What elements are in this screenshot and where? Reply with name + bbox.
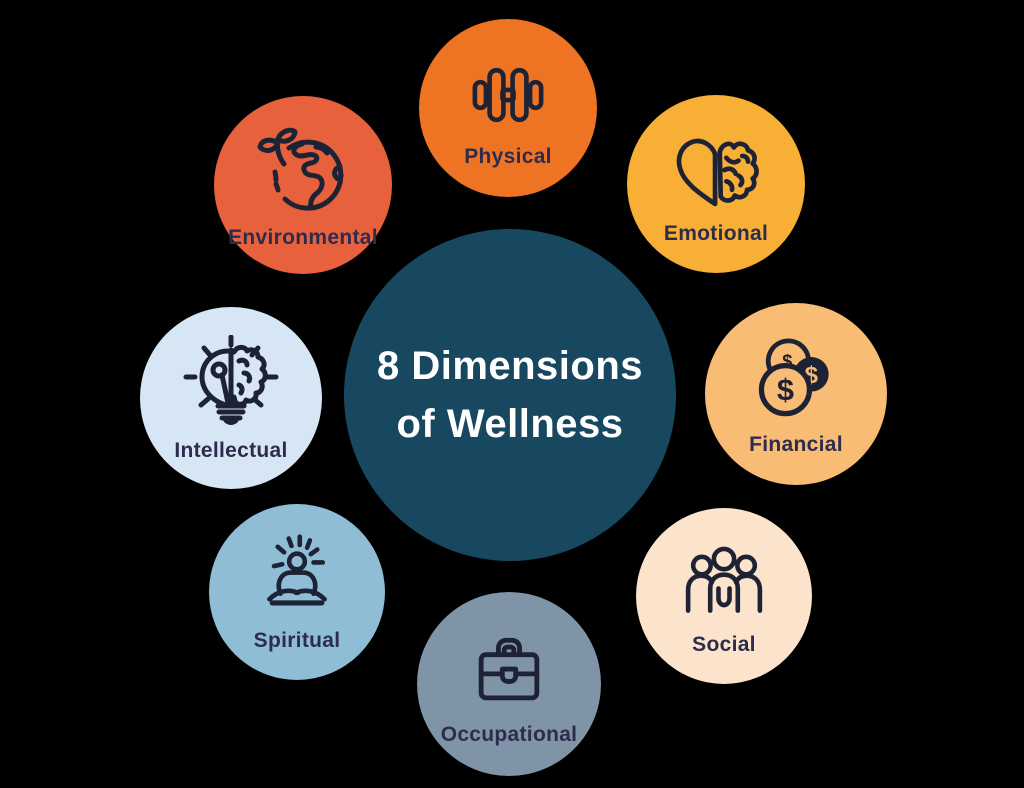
dimension-circle-emotional: Emotional	[627, 95, 805, 273]
dimension-circle-environmental: Environmental	[214, 96, 392, 274]
svg-text:$: $	[782, 351, 792, 372]
meditation-icon	[267, 534, 327, 606]
people-group-icon	[685, 546, 763, 613]
dimension-circle-intellectual: Intellectual	[140, 307, 322, 489]
dollar-coins-icon: $ $ $	[758, 338, 829, 417]
dimension-circle-spiritual: Spiritual	[209, 504, 385, 680]
dimension-circle-social: Social	[636, 508, 812, 684]
dumbbell-icon	[472, 67, 544, 123]
diagram-title: 8 Dimensions of Wellness	[377, 337, 643, 453]
center-circle: 8 Dimensions of Wellness	[344, 229, 676, 561]
dimension-label: Spiritual	[253, 629, 341, 652]
earth-plant-icon	[257, 127, 344, 211]
title-line-1: 8 Dimensions	[376, 344, 644, 388]
brain-lightbulb-icon	[183, 335, 279, 425]
title-line-2: of Wellness	[396, 402, 624, 446]
dimension-circle-financial: $ $ $ Financial	[705, 303, 887, 485]
dimension-circle-physical: Physical	[419, 19, 597, 197]
dimension-label: Intellectual	[174, 439, 288, 462]
dimension-label: Social	[692, 633, 756, 656]
svg-text:$: $	[777, 372, 794, 407]
dimension-circle-occupational: Occupational	[417, 592, 601, 776]
briefcase-icon	[478, 637, 540, 701]
dimension-label: Occupational	[440, 723, 578, 746]
dimension-label: Physical	[464, 145, 552, 168]
heart-brain-icon	[676, 138, 759, 207]
dimension-label: Emotional	[663, 222, 769, 245]
dimension-label: Financial	[749, 433, 843, 456]
dimension-label: Environmental	[228, 226, 378, 249]
